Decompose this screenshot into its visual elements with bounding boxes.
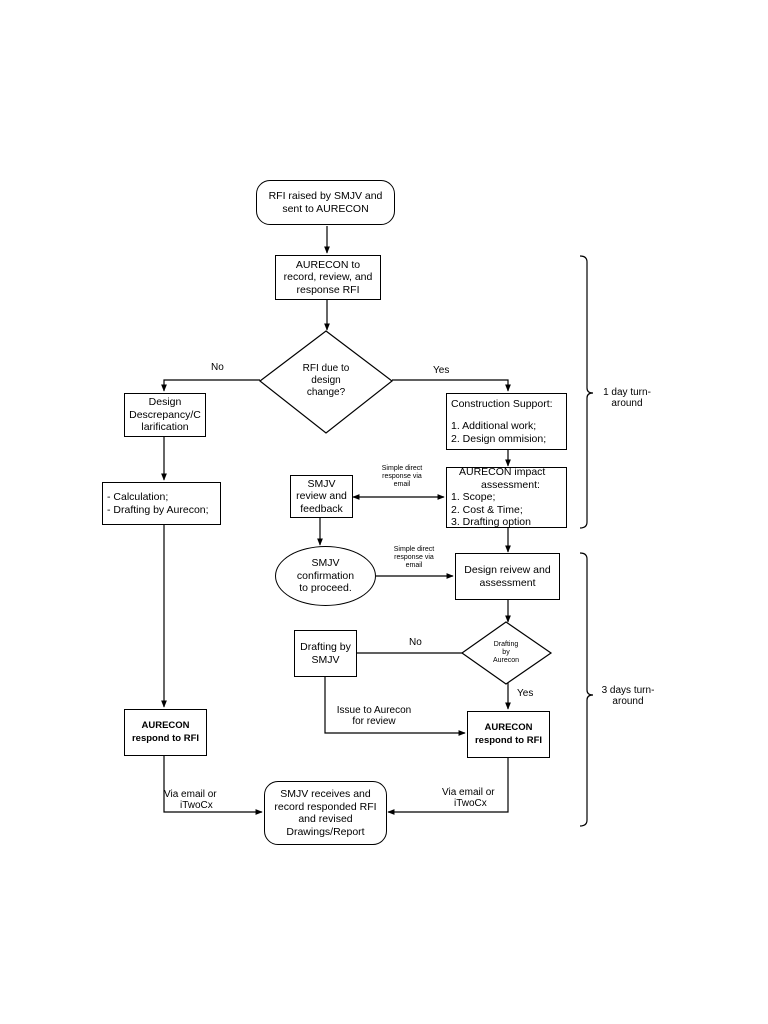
label-yes-design-change: Yes: [433, 365, 450, 376]
edge-smjv-draft-to-respond: [324, 676, 466, 736]
label-no-design-change: No: [211, 362, 224, 373]
edge-decision-yes: [392, 379, 511, 392]
label-three-days-turnaround: 3 days turn- around: [601, 685, 655, 707]
node-start: RFI raised by SMJV and sent to AURECON: [256, 180, 395, 225]
label-issue-to-aurecon: Issue to Aurecon for review: [336, 705, 412, 727]
node-smjv-receives: SMJV receives and record responded RFI a…: [264, 781, 387, 845]
node-aurecon-respond-right: AURECON respond to RFI: [467, 711, 550, 758]
node-smjv-review: SMJV review and feedback: [290, 475, 353, 518]
edge-respond-right-to-receives: [387, 758, 509, 815]
label-simple-direct-response-1: Simple direct response via email: [381, 465, 423, 488]
node-construction-support: Construction Support: 1. Additional work…: [446, 393, 567, 450]
label-simple-direct-response-2: Simple direct response via email: [393, 546, 435, 569]
node-design-review: Design reivew and assessment: [455, 553, 560, 600]
decision-drafting-shape: [460, 621, 553, 685]
node-impact-assessment: AURECON impact assessment: 1. Scope; 2. …: [446, 466, 567, 528]
node-aurecon-record: AURECON to record, review, and response …: [275, 255, 381, 300]
node-decision-design-change: RFI due to design change?: [302, 363, 350, 398]
label-no-drafting: No: [409, 637, 422, 648]
label-via-email-right: Via email or iTwoCx: [442, 787, 495, 809]
label-via-email-left: Via email or iTwoCx: [164, 789, 217, 811]
node-drafting-by-smjv: Drafting by SMJV: [294, 630, 357, 677]
node-design-discrepancy: Design Descrepancy/C larification: [124, 393, 206, 437]
decision-design-change-shape: [259, 330, 393, 434]
label-one-day-turnaround: 1 day turn- around: [603, 387, 651, 409]
bracket-three-days: [579, 552, 594, 827]
node-smjv-confirmation: SMJV confirmation to proceed.: [275, 546, 376, 606]
node-aurecon-respond-left: AURECON respond to RFI: [124, 709, 207, 756]
label-yes-drafting: Yes: [517, 688, 534, 699]
edge-decision-no: [161, 379, 260, 392]
node-decision-drafting: Drafting by Aurecon: [492, 641, 520, 664]
node-calculation: - Calculation; - Drafting by Aurecon;: [102, 482, 221, 525]
edge-respond-left-to-receives: [163, 756, 263, 815]
bracket-one-day: [579, 255, 594, 529]
